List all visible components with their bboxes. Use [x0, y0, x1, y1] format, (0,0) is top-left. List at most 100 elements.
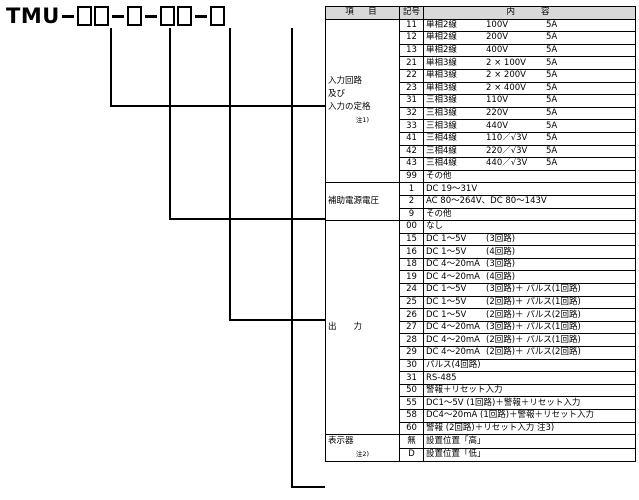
content-cell: DC 1～5V (2回路)＋ パルス(2回路): [423, 308, 636, 322]
content-text: DC 19～31V: [426, 183, 478, 194]
content-text: その他: [426, 208, 452, 219]
item-label: 及び: [328, 88, 346, 99]
content-text: なし: [426, 221, 444, 232]
connector-input: [110, 28, 325, 107]
code-cell: 21: [399, 56, 424, 70]
content-text: (2回路)＋ パルス(1回路): [486, 296, 581, 307]
content-text: 警報 (2回路)＋リセット入力 注3): [426, 422, 555, 433]
content-cell: DC 4～20mA(2回路)＋ パルス(2回路): [423, 346, 636, 360]
content-cell: その他: [423, 169, 636, 184]
code-cell: 18: [399, 257, 424, 272]
code-box-input-2: [93, 6, 109, 26]
content-text: 設置位置「高」: [426, 435, 486, 446]
content-text: 2 × 400V: [486, 82, 526, 93]
content-cell: 単相3線 2 × 200V 5A: [423, 68, 636, 83]
content-text: (3回路): [486, 259, 516, 270]
content-text: (3回路): [486, 233, 516, 244]
item-label: 出 力: [328, 322, 363, 333]
content-text: (3回路)＋ パルス(1回路): [486, 284, 581, 295]
content-cell: DC 1～5V(3回路)＋ パルス(1回路): [423, 283, 636, 297]
code-cell: 58: [399, 409, 424, 423]
code-box-display: [209, 6, 225, 26]
content-text: (2回路)＋ パルス(2回路): [486, 309, 581, 320]
code-cell: 16: [399, 245, 424, 259]
content-text: 単相2線: [426, 32, 457, 43]
code-cell: 27: [399, 320, 424, 335]
content-text: 単相3線: [426, 70, 457, 81]
content-text: (4回路): [486, 271, 516, 282]
code-cell: 25: [399, 295, 424, 310]
table-row: 表示器注2)無設置位置「高」: [325, 434, 636, 463]
code-cell: 42: [399, 144, 424, 159]
content-text: 440V: [486, 120, 509, 131]
content-cell: RS-485: [423, 371, 636, 385]
content-text: 5A: [546, 45, 558, 56]
content-cell: DC 1～5V(2回路)＋ パルス(1回路): [423, 295, 636, 310]
content-cell: DC 1～5V (3回路): [423, 232, 636, 247]
header-content: 内 容: [423, 6, 636, 20]
content-cell: DC 4～20mA(2回路)＋ パルス(1回路): [423, 333, 636, 348]
content-text: DC 1～5V: [426, 233, 467, 244]
content-cell: DC 1～5V(4回路): [423, 245, 636, 259]
content-text: 2 × 100V: [486, 57, 526, 68]
content-text: 5A: [546, 70, 558, 81]
content-cell: DC1～5V (1回路)＋警報＋リセット入力: [423, 396, 636, 410]
content-text: 単相3線: [426, 82, 457, 93]
code-cell: 9: [399, 207, 424, 222]
connector-output: [229, 28, 325, 321]
content-text: DC 4～20mA: [426, 271, 481, 282]
content-text: (4回路): [486, 246, 516, 257]
code-cell: 1: [399, 182, 424, 196]
content-text: 単相2線: [426, 45, 457, 56]
content-text: 5A: [546, 95, 558, 106]
content-text: 三相4線: [426, 158, 457, 169]
content-text: 三相3線: [426, 95, 457, 106]
code-cell: 99: [399, 169, 424, 184]
content-cell: その他: [423, 207, 636, 222]
content-text: 440／√3V: [486, 158, 528, 169]
content-cell: 三相3線 110V 5A: [423, 94, 636, 108]
content-text: DC 1～5V: [426, 309, 467, 320]
content-text: パルス(4回路): [426, 359, 481, 370]
content-text: 三相3線: [426, 108, 457, 119]
content-text: 110V: [486, 95, 509, 106]
content-text: DC 4～20mA: [426, 334, 481, 345]
content-text: 2 × 200V: [486, 70, 526, 81]
content-text: (2回路)＋ パルス(2回路): [486, 347, 581, 358]
content-text: 単相3線: [426, 57, 457, 68]
content-cell: DC 4～20mA (4回路): [423, 270, 636, 285]
item-cell: 入力回路及び入力の定格注1): [325, 18, 400, 184]
content-text: 三相3線: [426, 120, 457, 131]
content-cell: DC 19～31V: [423, 182, 636, 196]
content-cell: 設置位置「高」: [423, 434, 636, 449]
code-box-input-1: [76, 6, 92, 26]
code-cell: 13: [399, 43, 424, 58]
code-cell: 29: [399, 346, 424, 360]
content-cell: DC 4～20mA(3回路): [423, 257, 636, 272]
connector-power: [169, 28, 325, 220]
code-cell: 30: [399, 358, 424, 373]
content-text: DC1～5V (1回路)＋警報＋リセット入力: [426, 397, 581, 408]
code-cell: 24: [399, 283, 424, 297]
content-cell: AC 80～264V、DC 80～143V: [423, 194, 636, 209]
content-text: 200V: [486, 32, 509, 43]
model-dash: [194, 14, 207, 18]
content-cell: パルス(4回路): [423, 358, 636, 373]
code-cell: 55: [399, 396, 424, 410]
